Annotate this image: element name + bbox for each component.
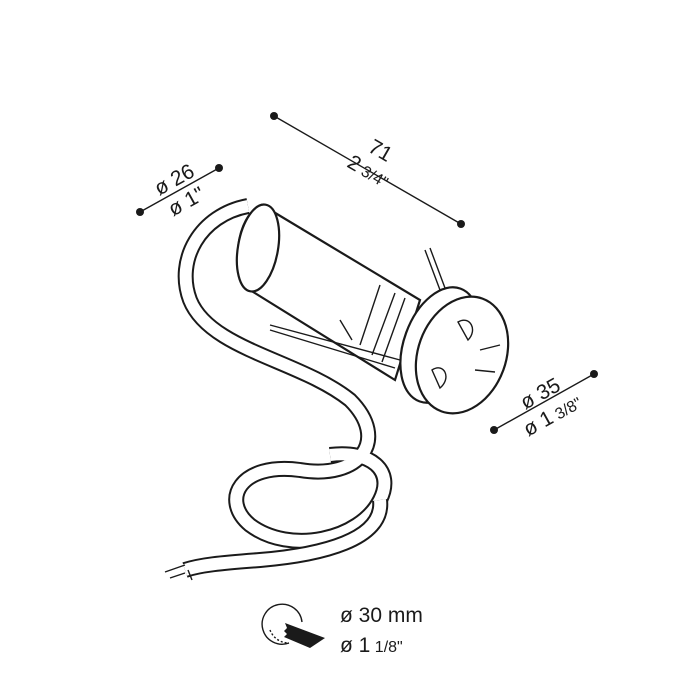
cutout-metric: ø 30 mm bbox=[340, 604, 423, 627]
cutout-imperial-fraction: 1/8" bbox=[375, 639, 403, 656]
length-imperial-fraction: 3/4" bbox=[358, 163, 391, 192]
svg-text:ø 1 1/8": ø 1 1/8" bbox=[340, 634, 403, 657]
lamp-body bbox=[235, 203, 446, 382]
lamp-head bbox=[399, 286, 510, 415]
dimension-body-diameter: ø 26 ø 1" bbox=[136, 160, 223, 221]
length-metric: 71 bbox=[364, 135, 396, 167]
dimension-length: 71 2 3/4" bbox=[270, 112, 465, 228]
power-cable bbox=[164, 198, 393, 581]
hole-saw-icon bbox=[261, 603, 325, 648]
cutout-imperial-whole: ø 1 bbox=[340, 634, 370, 657]
head-diameter-imperial-fraction: 3/8" bbox=[552, 395, 585, 423]
dimension-head-diameter: ø 35 ø 1 3/8" bbox=[490, 370, 598, 441]
